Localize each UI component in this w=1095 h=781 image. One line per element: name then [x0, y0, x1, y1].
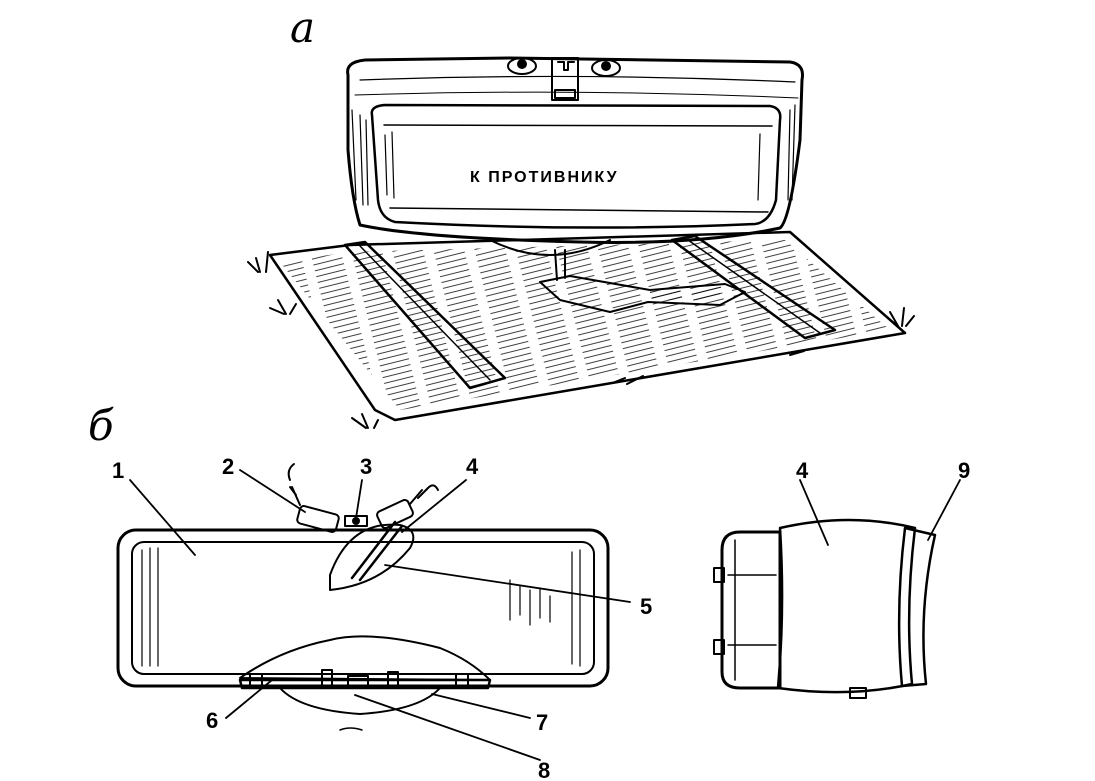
label-9: 9 — [958, 458, 970, 483]
left-rail — [343, 240, 507, 390]
mine-caption: К ПРОТИВНИКУ — [470, 169, 619, 186]
label-4: 4 — [466, 454, 479, 479]
grass — [247, 251, 915, 429]
top-fittings — [507, 57, 621, 101]
fuse-2 — [287, 463, 340, 533]
mine-box: К ПРОТИВНИКУ — [346, 56, 804, 256]
side-view — [713, 518, 937, 699]
label-1: 1 — [112, 458, 124, 483]
right-rail — [670, 234, 837, 340]
label-3: 3 — [360, 454, 372, 479]
label-2: 2 — [222, 454, 234, 479]
fuse-plate — [539, 275, 746, 313]
panel-a-letter: а — [290, 3, 315, 52]
panel-b: б — [88, 401, 970, 781]
ground-board — [247, 230, 915, 429]
label-6: 6 — [206, 708, 218, 733]
label-4-side: 4 — [796, 458, 809, 483]
leader-lines — [129, 469, 631, 761]
side-leader-lines — [799, 479, 961, 546]
fuse-4 — [329, 484, 439, 591]
label-7: 7 — [536, 710, 548, 735]
label-8: 8 — [538, 758, 550, 781]
panel-a: а — [247, 3, 915, 429]
section-box — [116, 528, 610, 688]
label-5: 5 — [640, 594, 652, 619]
part-labels: 1 2 3 4 5 6 7 8 4 9 — [112, 454, 970, 781]
charge — [238, 635, 492, 731]
panel-b-letter: б — [88, 401, 114, 450]
